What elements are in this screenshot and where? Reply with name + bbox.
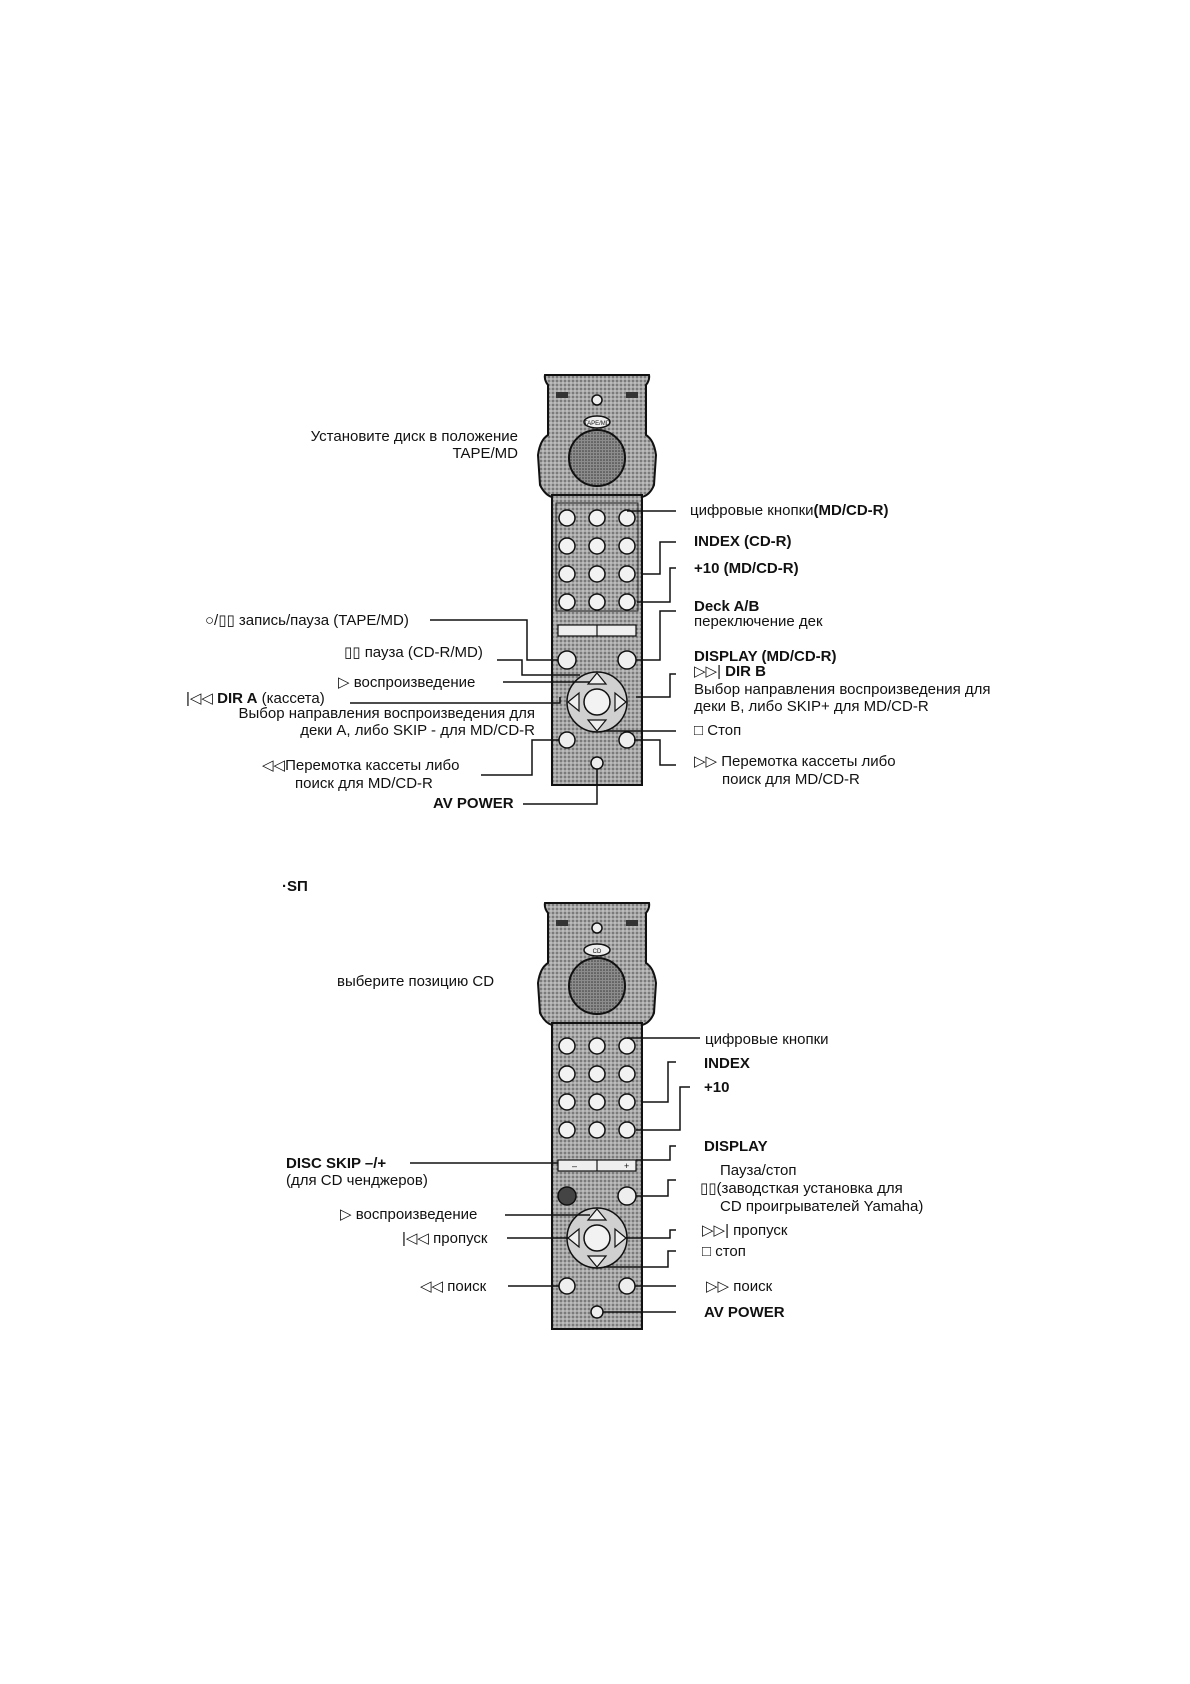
av-power-label-cd: AV POWER xyxy=(704,1304,785,1321)
fast-forward-icon: ▷▷ xyxy=(694,753,718,770)
pause-label: ▯▯ пауза (CD-R/MD) xyxy=(344,644,483,661)
skip-back-icon: |◁◁ xyxy=(186,690,213,707)
rewind-icon: ◁◁ xyxy=(262,757,286,774)
leader-lines-remote-1 xyxy=(350,510,676,805)
fast-forward-label: ▷▷ Перемотка кассеты либо xyxy=(694,753,896,770)
dir-a-description: Выбор направления воспроизведения для де… xyxy=(238,705,535,739)
pause-icon: ▯▯ xyxy=(700,1180,717,1197)
record-pause-icon: ○/▯▯ xyxy=(205,612,235,629)
pause-icon: ▯▯ xyxy=(344,644,361,661)
dir-b-label: ▷▷| DIR B xyxy=(694,663,766,680)
index-label-cd: INDEX xyxy=(704,1055,750,1072)
stop-icon: □ xyxy=(702,1243,712,1260)
stop-label-cd: □ стоп xyxy=(702,1243,746,1260)
index-label: INDEX (CD-R) xyxy=(694,533,792,550)
deck-ab-label: Deck A/B переключение дек xyxy=(694,598,823,630)
dial-setting-label: TAPE/MD xyxy=(584,421,611,427)
pause-factory-label-2: CD проигрывателей Yamaha) xyxy=(720,1198,924,1215)
leader-lines-remote-2 xyxy=(410,1037,700,1313)
play-icon: ▷ xyxy=(338,674,350,691)
plus10-label: +10 (MD/CD-R) xyxy=(694,560,799,577)
rewind-icon: ◁◁ xyxy=(420,1278,444,1295)
pause-stop-label: Пауза/стоп xyxy=(720,1162,797,1179)
dial-instruction: Установите диск в положение TAPE/MD xyxy=(310,428,518,462)
plus10-label-cd: +10 xyxy=(704,1079,730,1096)
play-label: ▷ воспроизведение xyxy=(338,674,476,691)
display-label: DISPLAY (MD/CD-R) xyxy=(694,648,837,665)
display-label-cd: DISPLAY xyxy=(704,1138,768,1155)
search-forward-label: ▷▷ поиск xyxy=(706,1278,773,1295)
av-power-label: AV POWER xyxy=(433,795,514,812)
header-fragment: ·SΠ xyxy=(282,878,308,895)
pause-factory-label: ▯▯(заводсткая установка для xyxy=(700,1180,903,1197)
dial-setting-label: CD xyxy=(593,949,602,955)
disc-skip-label: DISC SKIP –/+ (для CD ченджеров) xyxy=(286,1155,428,1189)
dir-a-label: |◁◁ DIR A (кассета) xyxy=(186,690,325,707)
rec-pause-label: ○/▯▯ запись/пауза (TAPE/MD) xyxy=(205,612,409,629)
fast-forward-icon: ▷▷ xyxy=(706,1278,730,1295)
skip-back-icon: |◁◁ xyxy=(402,1230,429,1247)
svg-text:+: + xyxy=(624,1161,629,1171)
remote-cd: CD – + xyxy=(536,902,658,1330)
rewind-label-2: поиск для MD/CD-R xyxy=(295,775,433,792)
stop-icon: □ xyxy=(694,722,704,739)
skip-forward-icon: ▷▷| xyxy=(694,663,721,680)
skip-back-label: |◁◁ пропуск xyxy=(402,1230,488,1247)
svg-text:–: – xyxy=(572,1161,577,1171)
remote-tape-md: TAPE/MD xyxy=(536,374,658,786)
play-label-cd: ▷ воспроизведение xyxy=(340,1206,478,1223)
fast-forward-label-2: поиск для MD/CD-R xyxy=(722,771,860,788)
skip-forward-label: ▷▷| пропуск xyxy=(702,1222,788,1239)
search-back-label: ◁◁ поиск xyxy=(420,1278,487,1295)
stop-label: □ Стоп xyxy=(694,722,742,739)
digits-label-cd: цифровые кнопки xyxy=(705,1031,829,1048)
digits-label: цифровые кнопки(MD/CD-R) xyxy=(690,502,889,519)
play-icon: ▷ xyxy=(340,1206,352,1223)
dial-instruction-cd: выберите позицию CD xyxy=(337,973,495,990)
dir-b-description: Выбор направления воспроизведения для де… xyxy=(694,681,991,715)
rewind-label: ◁◁Перемотка кассеты либо xyxy=(262,757,460,774)
skip-forward-icon: ▷▷| xyxy=(702,1222,729,1239)
